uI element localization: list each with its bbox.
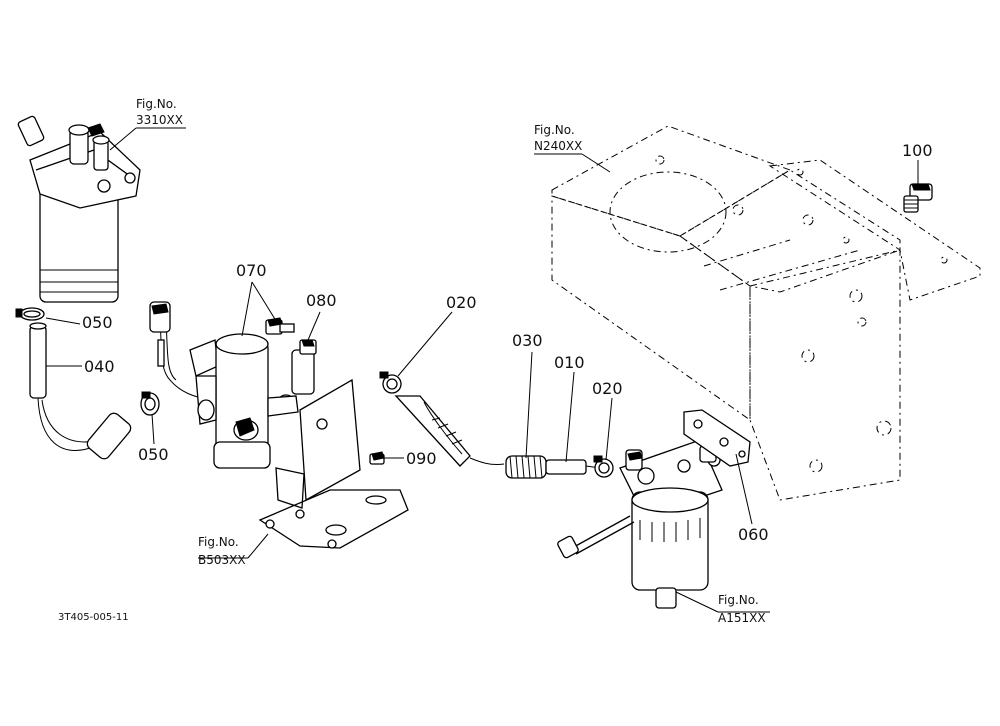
fig-ref-3310-number: 3310XX bbox=[136, 113, 183, 127]
callout-070: 070 bbox=[236, 261, 267, 280]
hose-clamp-020-left bbox=[379, 371, 402, 394]
spring-030 bbox=[505, 455, 547, 479]
fig-ref-a151-label: Fig.No. bbox=[718, 593, 759, 607]
mounting-bolt bbox=[557, 515, 635, 559]
pipe-010 bbox=[545, 459, 601, 475]
fuel-filter-upper bbox=[17, 115, 141, 303]
hose-clamp-050-lower bbox=[140, 391, 160, 416]
fig-ref-3310-label: Fig.No. bbox=[136, 97, 177, 111]
leader-lines bbox=[45, 127, 919, 613]
fig-ref-n240-number: N240XX bbox=[534, 139, 582, 153]
callout-050-upper: 050 bbox=[82, 313, 113, 332]
callout-100: 100 bbox=[902, 141, 933, 160]
fig-ref-b503-number: B503XX bbox=[198, 553, 246, 567]
callout-020-right: 020 bbox=[592, 379, 623, 398]
callout-050-lower: 050 bbox=[138, 445, 169, 464]
hose-030 bbox=[394, 395, 505, 467]
callout-010: 010 bbox=[554, 353, 585, 372]
fuel-pump-070 bbox=[149, 301, 315, 469]
hose-clamp-020-right bbox=[593, 455, 614, 478]
bolt-080 bbox=[265, 317, 317, 355]
drawing-code: 3T405-005-11 bbox=[58, 612, 129, 623]
callout-060: 060 bbox=[738, 525, 769, 544]
plate-060 bbox=[683, 409, 751, 467]
callout-030: 030 bbox=[512, 331, 543, 350]
fuel-hose-040 bbox=[29, 322, 132, 460]
fig-ref-n240-label: Fig.No. bbox=[534, 123, 575, 137]
callout-040: 040 bbox=[84, 357, 115, 376]
callout-080: 080 bbox=[306, 291, 337, 310]
pump-bracket bbox=[258, 378, 409, 549]
water-separator bbox=[619, 439, 723, 609]
hose-clamp-050-upper bbox=[15, 307, 45, 321]
fig-ref-a151-number: A151XX bbox=[718, 611, 766, 625]
bolt-100 bbox=[903, 183, 933, 213]
callout-020-left: 020 bbox=[446, 293, 477, 312]
chassis-frame bbox=[551, 125, 981, 501]
fig-ref-b503-label: Fig.No. bbox=[198, 535, 239, 549]
callout-090: 090 bbox=[406, 449, 437, 468]
